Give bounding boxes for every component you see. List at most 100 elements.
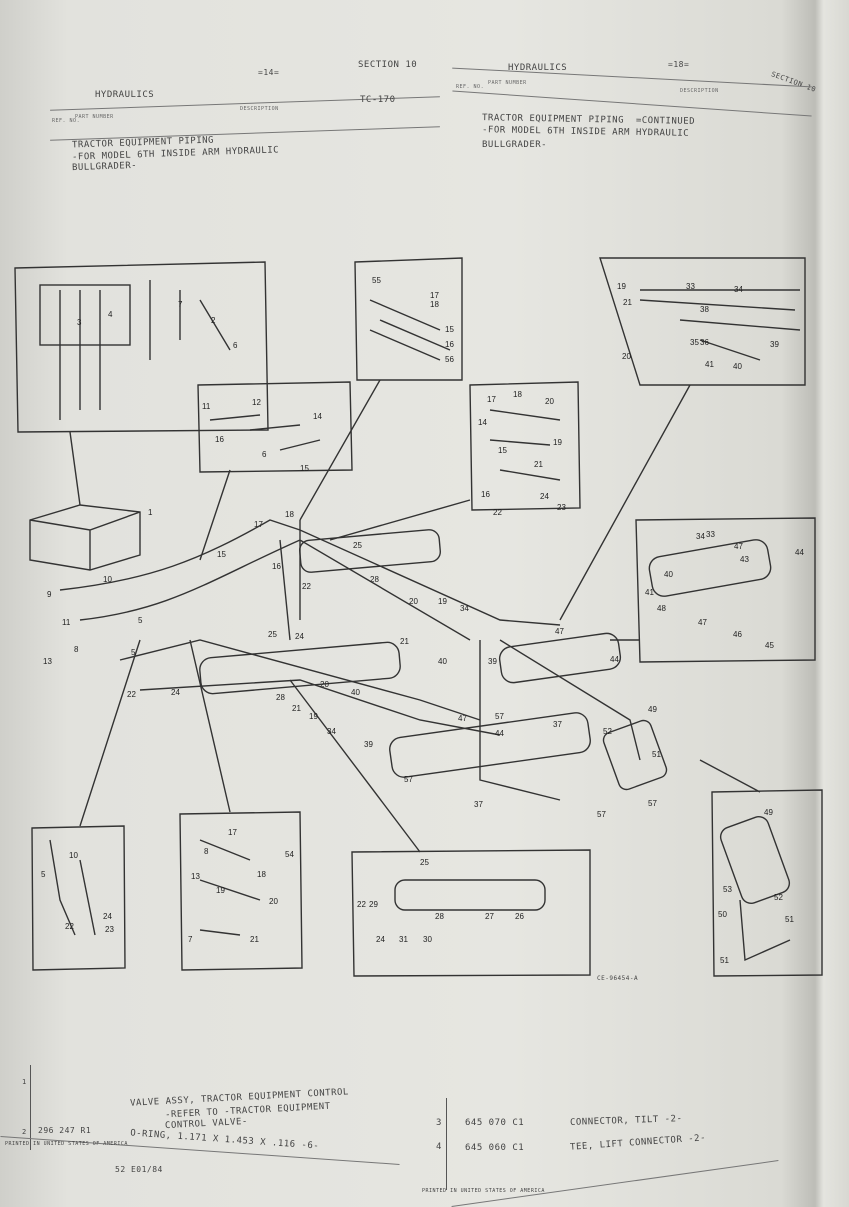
callout-number: 23 — [557, 503, 566, 512]
callout-number: 44 — [495, 729, 504, 738]
callout-number: 6 — [262, 450, 267, 459]
callout-number: 29 — [369, 900, 378, 909]
callout-number: 11 — [202, 402, 211, 411]
callout-number: 19 — [617, 282, 626, 291]
left-section-label: SECTION 10 — [358, 60, 418, 70]
left-col-part: PART NUMBER — [75, 114, 114, 120]
callout-number: 47 — [698, 618, 707, 627]
right-printed-note: PRINTED IN UNITED STATES OF AMERICA — [422, 1188, 545, 1194]
callout-number: 52 — [603, 727, 612, 736]
callout-number: 37 — [474, 800, 483, 809]
callout-number: 19 — [216, 886, 225, 895]
right-col-part: PART NUMBER — [488, 80, 527, 86]
callout-number: 57 — [597, 810, 606, 819]
callout-number: 20 — [622, 352, 631, 361]
callout-number: 46 — [733, 630, 742, 639]
callout-number: 47 — [458, 714, 467, 723]
callout-number: 21 — [534, 460, 543, 469]
callout-number: 7 — [178, 300, 183, 309]
callout-number: 5 — [131, 648, 136, 657]
inset-bottom-left — [31, 825, 126, 971]
callout-number: 40 — [351, 688, 360, 697]
callout-number: 16 — [272, 562, 281, 571]
callout-number: 20 — [545, 397, 554, 406]
callout-number: 18 — [257, 870, 266, 879]
inset-tee-fittings — [469, 381, 581, 511]
left-list-divider — [30, 1065, 31, 1150]
callout-number: 51 — [652, 750, 661, 759]
callout-number: 24 — [171, 688, 180, 697]
inset-bottom-fittings — [179, 811, 303, 971]
callout-number: 55 — [372, 276, 381, 285]
callout-number: 28 — [276, 693, 285, 702]
right-heading-line-3: BULLGRADER- — [482, 140, 548, 150]
right-col-desc: DESCRIPTION — [680, 88, 719, 94]
inset-bottom-right — [711, 789, 823, 977]
part-ref: 2 — [22, 1128, 27, 1136]
part-number: 645 070 C1 — [465, 1118, 525, 1128]
callout-number: 16 — [215, 435, 224, 444]
callout-number: 28 — [370, 575, 379, 584]
callout-number: 54 — [285, 850, 294, 859]
inset-cylinder-right — [635, 517, 816, 663]
callout-number: 34 — [734, 285, 743, 294]
left-page-code: 52 E01/84 — [115, 1165, 163, 1174]
callout-number: 24 — [540, 492, 549, 501]
callout-number: 34 — [696, 532, 705, 541]
inset-cylinder-detail — [351, 849, 591, 977]
part-ref: 3 — [436, 1118, 442, 1128]
callout-number: 25 — [268, 630, 277, 639]
inset-right-top — [599, 257, 806, 386]
callout-number: 51 — [785, 915, 794, 924]
callout-number: 22 — [302, 582, 311, 591]
callout-number: 52 — [774, 893, 783, 902]
callout-number: 49 — [648, 705, 657, 714]
callout-number: 15 — [217, 550, 226, 559]
callout-number: 13 — [43, 657, 52, 666]
left-col-desc: DESCRIPTION — [240, 106, 279, 112]
callout-number: 9 — [47, 590, 52, 599]
callout-number: 17 — [228, 828, 237, 837]
callout-number: 34 — [327, 727, 336, 736]
callout-number: 27 — [485, 912, 494, 921]
callout-number: 14 — [313, 412, 322, 421]
callout-number: 12 — [252, 398, 261, 407]
inset-elbows — [197, 381, 353, 473]
callout-number: 24 — [376, 935, 385, 944]
callout-number: 3 — [77, 318, 82, 327]
callout-number: 16 — [445, 340, 454, 349]
left-page-marker: =14= — [258, 68, 280, 77]
callout-number: 25 — [420, 858, 429, 867]
callout-number: 22 — [357, 900, 366, 909]
callout-number: 2 — [211, 316, 216, 325]
callout-number: 40 — [733, 362, 742, 371]
callout-number: 17 — [254, 520, 263, 529]
part-number: 645 060 C1 — [465, 1143, 525, 1153]
callout-number: 10 — [69, 851, 78, 860]
callout-number: 17 — [487, 395, 496, 404]
callout-number: 14 — [478, 418, 487, 427]
callout-number: 33 — [686, 282, 695, 291]
callout-number: 16 — [481, 490, 490, 499]
callout-number: 13 — [191, 872, 200, 881]
callout-number: 57 — [648, 799, 657, 808]
callout-number: 18 — [513, 390, 522, 399]
callout-number: 36 — [700, 338, 709, 347]
inset-hoses — [354, 257, 463, 381]
callout-number: 20 — [269, 897, 278, 906]
part-ref: 1 — [22, 1078, 27, 1086]
callout-number: 35 — [690, 338, 699, 347]
callout-number: 26 — [515, 912, 524, 921]
callout-number: 19 — [553, 438, 562, 447]
right-section-title: HYDRAULICS — [508, 63, 568, 73]
callout-number: 15 — [300, 464, 309, 473]
callout-number: 5 — [41, 870, 46, 879]
callout-number: 28 — [435, 912, 444, 921]
callout-number: 30 — [423, 935, 432, 944]
callout-number: 41 — [705, 360, 714, 369]
left-group-code: TC-170 — [360, 95, 396, 105]
callout-number: 20 — [320, 680, 329, 689]
callout-number: 5 — [138, 616, 143, 625]
figure-code: CE-96454-A — [597, 975, 639, 982]
callout-number: 8 — [204, 847, 209, 856]
